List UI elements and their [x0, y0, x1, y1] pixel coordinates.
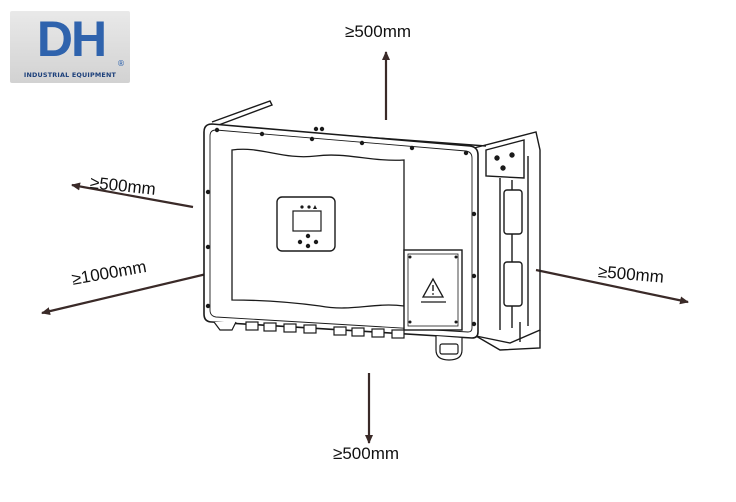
- clearance-bottom-label: ≥500mm: [333, 444, 400, 463]
- logo-subtitle: INDUSTRIAL EQUIPMENT: [23, 71, 117, 79]
- warning-triangle-icon: [421, 277, 446, 303]
- clearance-top-label: ≥500mm: [345, 22, 412, 41]
- arrow-left-upper: [71, 182, 194, 209]
- panel-screws: [205, 126, 477, 327]
- dh-logo: DH ® INDUSTRIAL EQUIPMENT: [10, 11, 130, 83]
- front-panel: [203, 123, 479, 339]
- logo-registered: ®: [117, 59, 125, 68]
- bottom-connectors: [213, 321, 463, 361]
- logo-mark: DH: [36, 11, 107, 67]
- arrow-right: [535, 268, 689, 305]
- side-casing: [473, 131, 541, 351]
